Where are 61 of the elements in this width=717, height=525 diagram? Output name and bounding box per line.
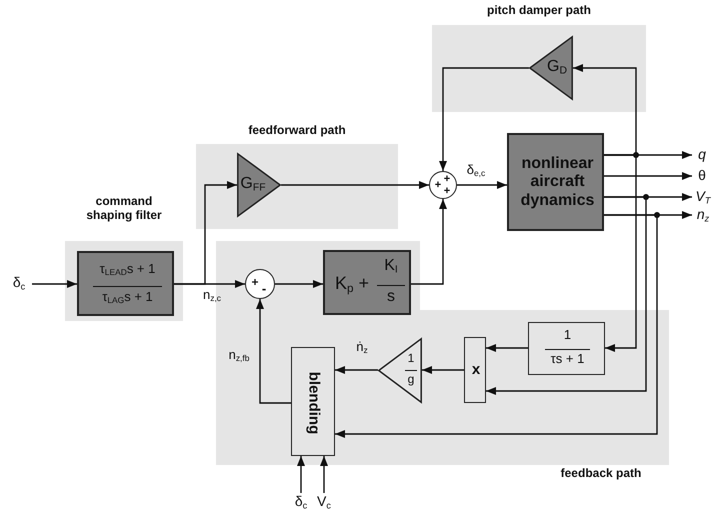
sign-symbol: + — [442, 185, 452, 198]
block-label: G$_{FF}$ — [239, 175, 267, 195]
sign-symbol: + — [442, 173, 452, 186]
transfer-block — [323, 250, 411, 315]
multiplier-block — [464, 337, 486, 403]
arrow — [281, 181, 429, 189]
edge-label: n$_{z,c}$ — [202, 288, 222, 304]
block-label: blending — [305, 371, 323, 434]
block-label: x — [470, 361, 482, 378]
block-label: τ$_{LAG}$s + 1 — [101, 290, 154, 306]
arrow — [32, 280, 77, 288]
arrow — [486, 196, 647, 395]
transfer-block — [77, 251, 174, 316]
arrow — [335, 214, 658, 438]
signal-label: θ — [697, 167, 707, 184]
arrow — [256, 299, 291, 404]
edge-label: δ$_{e,c}$ — [466, 163, 486, 179]
sign-symbol: + — [250, 276, 260, 290]
signal-label: n$_{z}$ — [696, 206, 710, 224]
block-label: 1 — [562, 328, 572, 343]
arrow — [486, 344, 528, 352]
block-label: τ$_{LEAD}$s + 1 — [98, 262, 156, 278]
summing-junction — [429, 171, 457, 199]
arrow — [604, 172, 692, 180]
arrow — [457, 181, 507, 189]
arrow — [275, 280, 323, 288]
arrow — [174, 181, 237, 285]
signal-label: V$_{c}$ — [316, 493, 332, 511]
edge-label: ṅ$_{z}$ — [355, 340, 369, 356]
block-label: G$_{D}$ — [546, 58, 568, 78]
sign-symbol: + — [434, 179, 442, 192]
arrow — [320, 456, 328, 493]
arrow — [604, 154, 637, 352]
arrow — [422, 366, 464, 374]
gain-triangle — [378, 338, 422, 403]
blending-block — [291, 347, 335, 456]
block-label: K$_{I}$ — [383, 257, 399, 277]
section-heading: feedback path — [560, 467, 642, 481]
block-label: 1 — [406, 352, 416, 366]
transfer-block — [528, 322, 605, 375]
block-label: K$_{p}$ + — [334, 273, 370, 296]
signal-label: δ$_{c}$ — [12, 274, 26, 292]
arrow — [439, 67, 529, 171]
section-heading: pitch damper path — [486, 4, 592, 18]
signal-label: δ$_{c}$ — [294, 493, 308, 511]
arrow — [411, 199, 447, 285]
block-label: g — [406, 373, 416, 387]
gain-triangle — [237, 153, 281, 217]
arrow — [297, 456, 305, 493]
block-label: s — [386, 288, 396, 306]
signal-label: q — [697, 146, 707, 162]
gain-triangle — [529, 36, 573, 100]
dynamics-block — [507, 133, 604, 231]
signal-label: V$_{T}$ — [694, 188, 712, 206]
sign-symbol: - — [260, 282, 268, 297]
section-heading: feedforward path — [247, 124, 347, 138]
block-label: nonlinear aircraft dynamics — [520, 155, 596, 210]
block-label: τs + 1 — [550, 352, 586, 367]
section-heading: command shaping filter — [85, 195, 163, 223]
edge-label: n$_{z,fb}$ — [228, 348, 250, 364]
arrow — [335, 366, 378, 374]
